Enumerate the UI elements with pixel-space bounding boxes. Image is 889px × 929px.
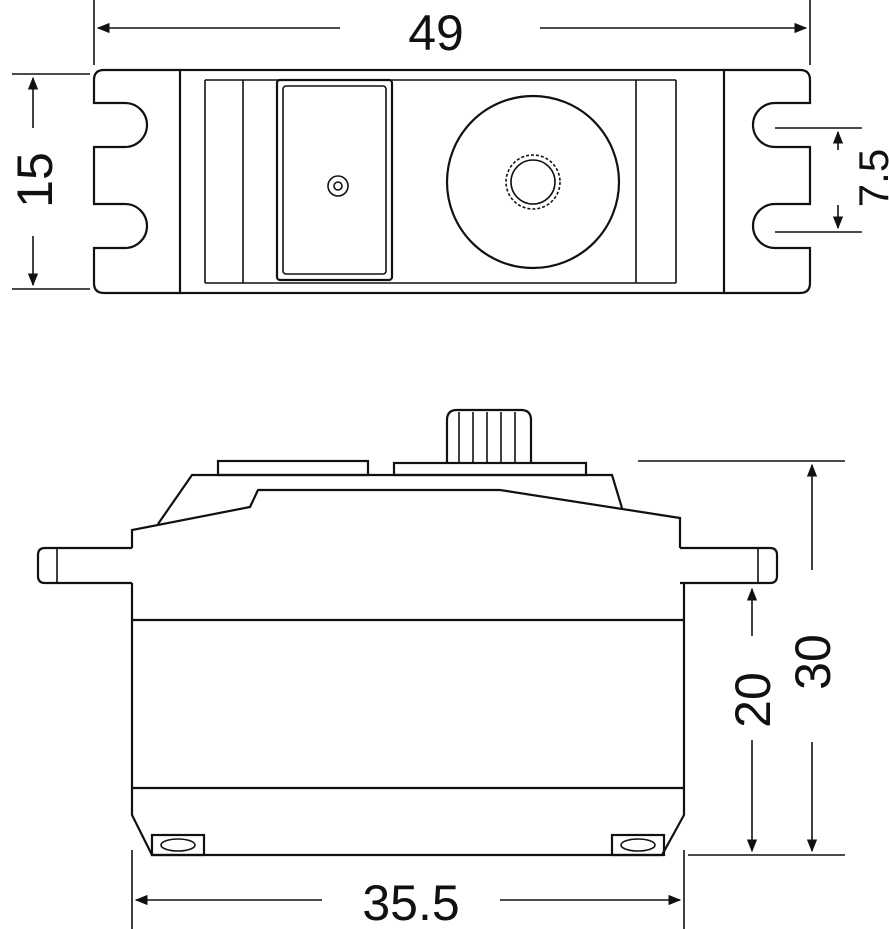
dim-label-20: 20 xyxy=(725,672,781,728)
dim-label-15: 15 xyxy=(7,152,63,208)
top-cap-side xyxy=(216,459,370,477)
upper-case xyxy=(157,473,624,525)
right-flange xyxy=(680,546,779,585)
bottom-screw-left-icon xyxy=(160,838,196,852)
output-gear-housing xyxy=(445,94,621,270)
top-cap-plate xyxy=(275,78,394,282)
dim-label-7-5: 7.5 xyxy=(850,149,889,207)
dim-label-49: 49 xyxy=(408,5,464,61)
dim-label-35-5: 35.5 xyxy=(362,875,459,929)
left-flange xyxy=(36,546,132,585)
gear-cap-side xyxy=(392,461,588,477)
bottom-screw-right-icon xyxy=(620,838,656,852)
dim-label-30: 30 xyxy=(785,634,841,690)
servo-body-top xyxy=(178,68,726,295)
output-spline-icon xyxy=(505,154,561,210)
screw-hole-icon xyxy=(327,175,349,197)
left-mounting-tab xyxy=(92,68,180,295)
right-mounting-tab xyxy=(724,68,812,295)
side-view: 30 20 35.5 xyxy=(36,408,845,929)
output-spline-side-icon xyxy=(445,408,533,463)
servo-body-side xyxy=(130,583,686,857)
top-view: 49 15 7.5 xyxy=(7,0,889,295)
